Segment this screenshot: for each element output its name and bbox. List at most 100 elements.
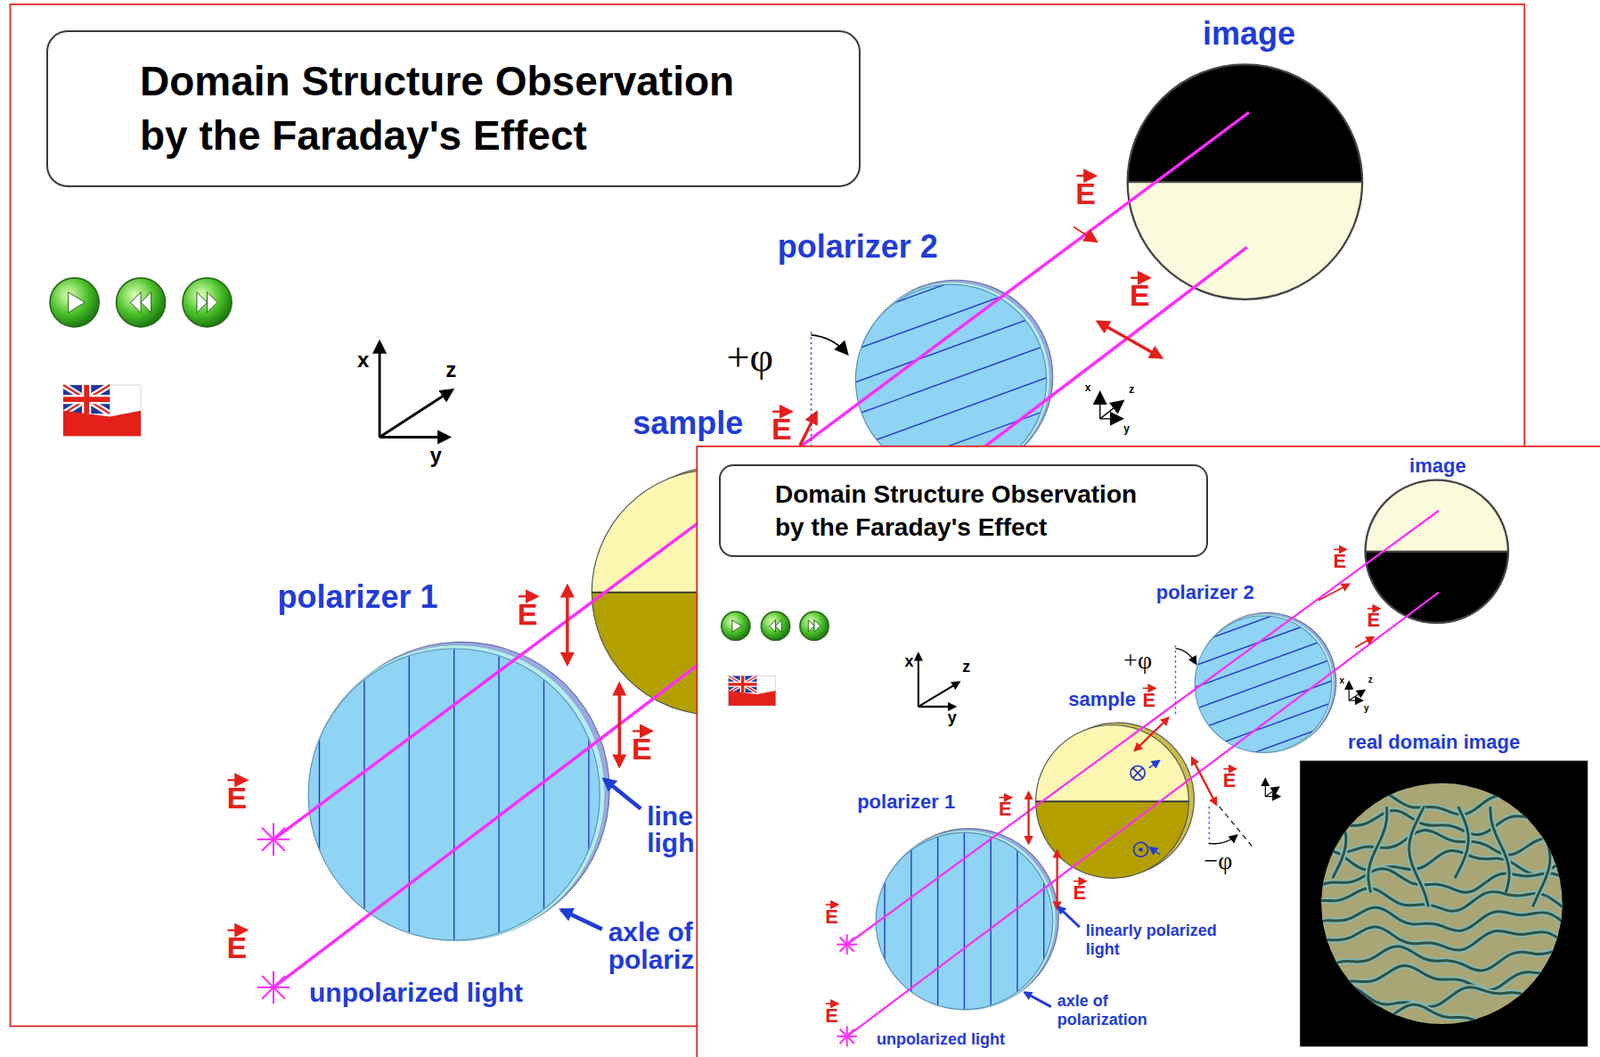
domain-wall — [1036, 800, 1190, 803]
domain-wall-halo — [1314, 985, 1572, 1010]
axis-line — [917, 653, 920, 707]
sample-bottom-domain — [1036, 800, 1190, 878]
field-symbol: E — [824, 905, 839, 928]
field-symbol: E — [226, 780, 247, 816]
image-top — [1127, 64, 1363, 182]
axis-line — [378, 342, 382, 438]
axis-line — [379, 435, 449, 439]
flag-diagonal — [728, 676, 758, 694]
nav-button — [800, 611, 829, 640]
e-field-arrow — [1134, 717, 1169, 751]
domain-stripe — [1490, 806, 1510, 892]
axis-line-of-polarizer — [761, 186, 1036, 286]
axis-line — [918, 681, 960, 706]
domain-wall-halo — [1314, 906, 1572, 931]
reference-vertical — [810, 332, 813, 446]
domain-wall-halo — [1314, 771, 1572, 796]
domain-wall-halo — [1332, 806, 1347, 878]
magnetization-arrow — [1149, 760, 1160, 768]
axis-line-of-polarizer — [883, 785, 885, 1055]
field-symbol: E — [771, 412, 792, 448]
part-label: polarizer 1 — [277, 578, 439, 615]
angle-label: +φ — [1123, 645, 1152, 675]
flag-ground — [728, 676, 776, 706]
domain-stripe — [1314, 965, 1572, 990]
unpolarized-star — [257, 838, 274, 841]
pointer-arrow — [1058, 906, 1080, 927]
axis-label: y — [947, 708, 957, 727]
part-label: polariz — [608, 943, 695, 975]
reference-vertical — [1208, 806, 1210, 846]
angle-label: −φ — [1204, 845, 1233, 874]
part-label: sample — [1068, 687, 1136, 711]
vector-arrow — [227, 929, 246, 931]
domain-wall-halo — [1314, 926, 1572, 950]
axis-line-of-polarizer — [772, 214, 1046, 315]
flag-cross-red — [63, 384, 110, 414]
domain-wall-halo — [1454, 806, 1469, 878]
vector-arrow — [518, 595, 538, 597]
domain-stripe — [1314, 791, 1572, 815]
vector-arrow — [1367, 607, 1380, 610]
flag-diagonal-red — [728, 676, 758, 694]
nav-button — [721, 611, 751, 640]
part-label: linearly polarized light — [1085, 921, 1233, 958]
flag-cross-red — [728, 676, 758, 694]
axis-line — [1100, 417, 1122, 419]
vector-arrow — [825, 1002, 839, 1005]
part-label: image — [1202, 15, 1296, 52]
image-divider — [1127, 180, 1363, 183]
axis-line-of-polarizer — [937, 785, 939, 1055]
unpolarized-star — [272, 822, 275, 839]
vector-arrow — [1130, 277, 1150, 279]
unpolarized-star — [261, 975, 274, 988]
flag-diagonal-red — [63, 384, 110, 414]
flag-diagonal — [63, 384, 110, 414]
domain-stripe — [1368, 806, 1388, 892]
field-symbol: E — [1366, 609, 1380, 632]
nav-button — [760, 611, 790, 640]
unpolarized-star — [840, 944, 848, 952]
nav-button — [49, 277, 99, 327]
field-symbol: E — [1075, 176, 1096, 212]
axis-line-of-polarizer — [963, 785, 965, 1055]
part-label: polarizer 2 — [777, 228, 939, 265]
field-symbol: E — [824, 1004, 839, 1027]
axis-label: x — [1338, 675, 1345, 686]
unpolarized-star — [840, 1028, 848, 1037]
field-symbol: E — [1223, 769, 1237, 792]
axis-line-of-polarizer — [587, 571, 589, 1016]
part-label: unpolarized light — [876, 1029, 1005, 1049]
flag-ground — [63, 384, 141, 436]
field-symbol: E — [517, 596, 539, 632]
e-field-arrow — [565, 586, 569, 664]
axis-line — [918, 705, 956, 708]
field-symbol: E — [1333, 549, 1347, 572]
domain-wall-halo — [1314, 946, 1572, 972]
axis-line — [1265, 778, 1266, 796]
e-field-arrow — [1073, 227, 1096, 242]
axis-line — [1348, 699, 1363, 701]
axis-line-of-polarizer — [910, 785, 912, 1055]
axis-label: x — [357, 348, 369, 374]
axis-line — [1265, 795, 1280, 797]
axis-line-of-polarizer — [793, 272, 1068, 373]
domain-wall-halo — [1490, 806, 1510, 892]
axis-line-of-polarizer — [1130, 552, 1327, 624]
axis-line-of-polarizer — [803, 301, 1078, 401]
e-field-arrow — [1055, 849, 1058, 908]
axis-line-of-polarizer — [318, 571, 320, 1016]
e-field-arrow — [1027, 791, 1029, 843]
domain-stripe — [1314, 849, 1572, 874]
domain-stripe — [1314, 926, 1572, 950]
image-outline — [1365, 480, 1509, 623]
domain-wall-halo — [1314, 1004, 1572, 1029]
domain-wall-halo — [1314, 791, 1572, 815]
part-label: polarizer 1 — [857, 791, 956, 814]
axis-line — [1348, 690, 1364, 701]
axis-line-of-polarizer — [1165, 648, 1362, 720]
field-symbol: E — [998, 798, 1013, 821]
axis-label: z — [1368, 674, 1373, 686]
axis-line-of-polarizer — [990, 785, 992, 1055]
